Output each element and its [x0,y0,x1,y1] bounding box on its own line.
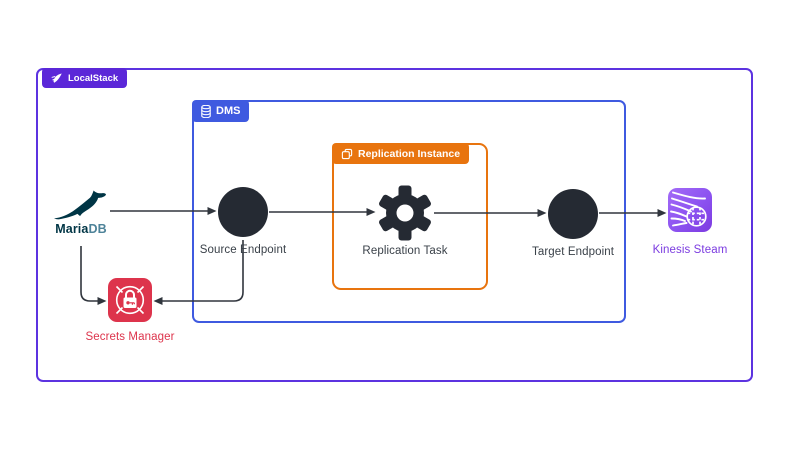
mariadb-label: MariaDB [36,222,126,236]
target-endpoint-circle-icon [548,189,598,239]
gear-icon [376,184,434,247]
copy-icon [341,148,353,160]
secrets-manager-lock-icon [108,278,152,322]
mariadb-seal-icon [52,186,110,227]
database-icon [201,104,211,118]
mariadb-label-db: DB [88,222,107,236]
localstack-badge: LocalStack [42,68,128,88]
kinesis-label: Kinesis Steam [652,244,728,256]
target-endpoint-label: Target Endpoint [531,246,615,258]
mariadb-label-maria: Maria [55,222,89,236]
localstack-logo-icon [51,72,63,84]
source-endpoint-circle-icon [218,187,268,237]
secrets-manager-label: Secrets Manager [85,331,175,343]
dms-badge-label: DMS [216,105,241,117]
dms-badge: DMS [192,100,250,122]
replication-instance-box: Replication Instance [332,143,488,290]
source-endpoint-label: Source Endpoint [199,244,287,256]
dms-box: DMS [192,100,626,323]
kinesis-streams-icon [668,188,712,232]
replication-instance-badge-label: Replication Instance [358,147,461,160]
localstack-boundary-box: LocalStack [36,68,753,382]
replication-instance-badge: Replication Instance [332,143,470,164]
replication-task-label: Replication Task [362,245,448,257]
localstack-badge-label: LocalStack [68,72,119,84]
